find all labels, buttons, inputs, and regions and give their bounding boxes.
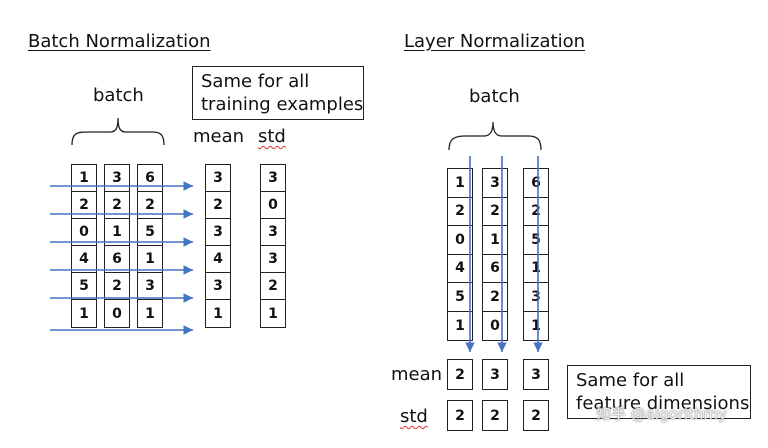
mean-cell: 1 (213, 305, 223, 322)
batch-norm-title: Batch Normalization (28, 31, 211, 52)
layer-norm-column-1: 1 2 0 4 5 1 (447, 168, 473, 341)
layer-norm-brace-label: batch (469, 86, 520, 107)
batch-norm-std-column: 3 0 3 3 2 1 (260, 164, 286, 328)
std-cell: 2 (482, 400, 508, 431)
std-cell: 2 (523, 400, 549, 431)
layer-norm-mean-label: mean (391, 364, 443, 385)
layer-norm-column-2: 3 2 1 6 2 0 (482, 168, 508, 341)
matrix-cell: 2 (138, 192, 162, 219)
mean-cell: 3 (482, 359, 508, 390)
batch-norm-note: Same for all training examples (192, 66, 364, 120)
mean-cell: 2 (206, 192, 230, 219)
batch-norm-mean-column: 3 2 3 4 3 1 (205, 164, 231, 328)
mean-cell: 3 (206, 219, 230, 246)
layer-norm-brace (448, 121, 542, 151)
layer-norm-column-3: 6 2 5 1 3 1 (523, 168, 549, 341)
matrix-cell: 1 (483, 226, 507, 255)
batch-norm-note-line-1: Same for all (201, 71, 310, 92)
watermark: 知乎 @algorithmy (596, 405, 728, 423)
batch-norm-column-2: 3 2 1 6 2 0 (104, 164, 130, 328)
matrix-cell: 6 (524, 169, 548, 198)
mean-cell: 4 (206, 246, 230, 273)
matrix-cell: 0 (72, 219, 96, 246)
std-cell: 3 (261, 165, 285, 192)
matrix-cell: 2 (524, 198, 548, 226)
batch-norm-matrix: 1 2 0 4 5 1 3 2 1 6 2 0 6 2 5 1 3 1 (71, 164, 163, 328)
matrix-cell: 3 (138, 273, 162, 300)
layer-norm-mean-row: 2 3 3 (447, 359, 549, 390)
mean-cell: 3 (206, 165, 230, 192)
layer-norm-note-line-1: Same for all (576, 370, 685, 391)
matrix-cell: 2 (105, 273, 129, 300)
std-cell: 1 (268, 305, 278, 322)
matrix-cell: 2 (483, 198, 507, 226)
batch-norm-column-1: 1 2 0 4 5 1 (71, 164, 97, 328)
mean-cell: 3 (523, 359, 549, 390)
batch-norm-note-line-2: training examples (201, 94, 364, 115)
std-cell: 2 (447, 400, 473, 431)
matrix-cell: 0 (112, 305, 122, 322)
matrix-cell: 0 (448, 226, 472, 255)
matrix-cell: 5 (72, 273, 96, 300)
matrix-cell: 1 (79, 305, 89, 322)
layer-norm-note-line-2: feature dimensions (576, 393, 750, 414)
batch-norm-mean-label: mean (193, 126, 245, 147)
matrix-cell: 2 (72, 192, 96, 219)
matrix-cell: 6 (138, 165, 162, 192)
matrix-cell: 6 (483, 255, 507, 283)
std-cell: 3 (261, 219, 285, 246)
matrix-cell: 0 (490, 317, 500, 334)
std-cell: 3 (261, 246, 285, 273)
mean-cell: 2 (447, 359, 473, 390)
batch-norm-std-label: std (258, 126, 286, 147)
layer-norm-title: Layer Normalization (404, 31, 585, 52)
matrix-cell: 5 (524, 226, 548, 255)
layer-norm-std-label: std (400, 406, 428, 427)
matrix-cell: 1 (524, 255, 548, 283)
layer-norm-matrix: 1 2 0 4 5 1 3 2 1 6 2 0 6 2 5 1 3 1 (447, 168, 549, 341)
matrix-cell: 1 (138, 246, 162, 273)
matrix-cell: 1 (145, 305, 155, 322)
std-cell: 2 (261, 273, 285, 300)
matrix-cell: 1 (531, 317, 541, 334)
matrix-cell: 2 (448, 198, 472, 226)
matrix-cell: 5 (448, 283, 472, 312)
matrix-cell: 4 (448, 255, 472, 283)
matrix-cell: 1 (455, 317, 465, 334)
matrix-cell: 2 (105, 192, 129, 219)
matrix-cell: 4 (72, 246, 96, 273)
matrix-cell: 1 (72, 165, 96, 192)
matrix-cell: 3 (483, 169, 507, 198)
matrix-cell: 2 (483, 283, 507, 312)
matrix-cell: 1 (105, 219, 129, 246)
matrix-cell: 6 (105, 246, 129, 273)
batch-norm-brace-label: batch (93, 85, 144, 106)
matrix-cell: 3 (105, 165, 129, 192)
batch-norm-column-3: 6 2 5 1 3 1 (137, 164, 163, 328)
matrix-cell: 5 (138, 219, 162, 246)
std-cell: 0 (261, 192, 285, 219)
matrix-cell: 3 (524, 283, 548, 312)
matrix-cell: 1 (448, 169, 472, 198)
layer-norm-std-row: 2 2 2 (447, 400, 549, 431)
mean-cell: 3 (206, 273, 230, 300)
batch-norm-brace (71, 117, 165, 146)
layer-norm-note: Same for all feature dimensions (567, 365, 751, 419)
